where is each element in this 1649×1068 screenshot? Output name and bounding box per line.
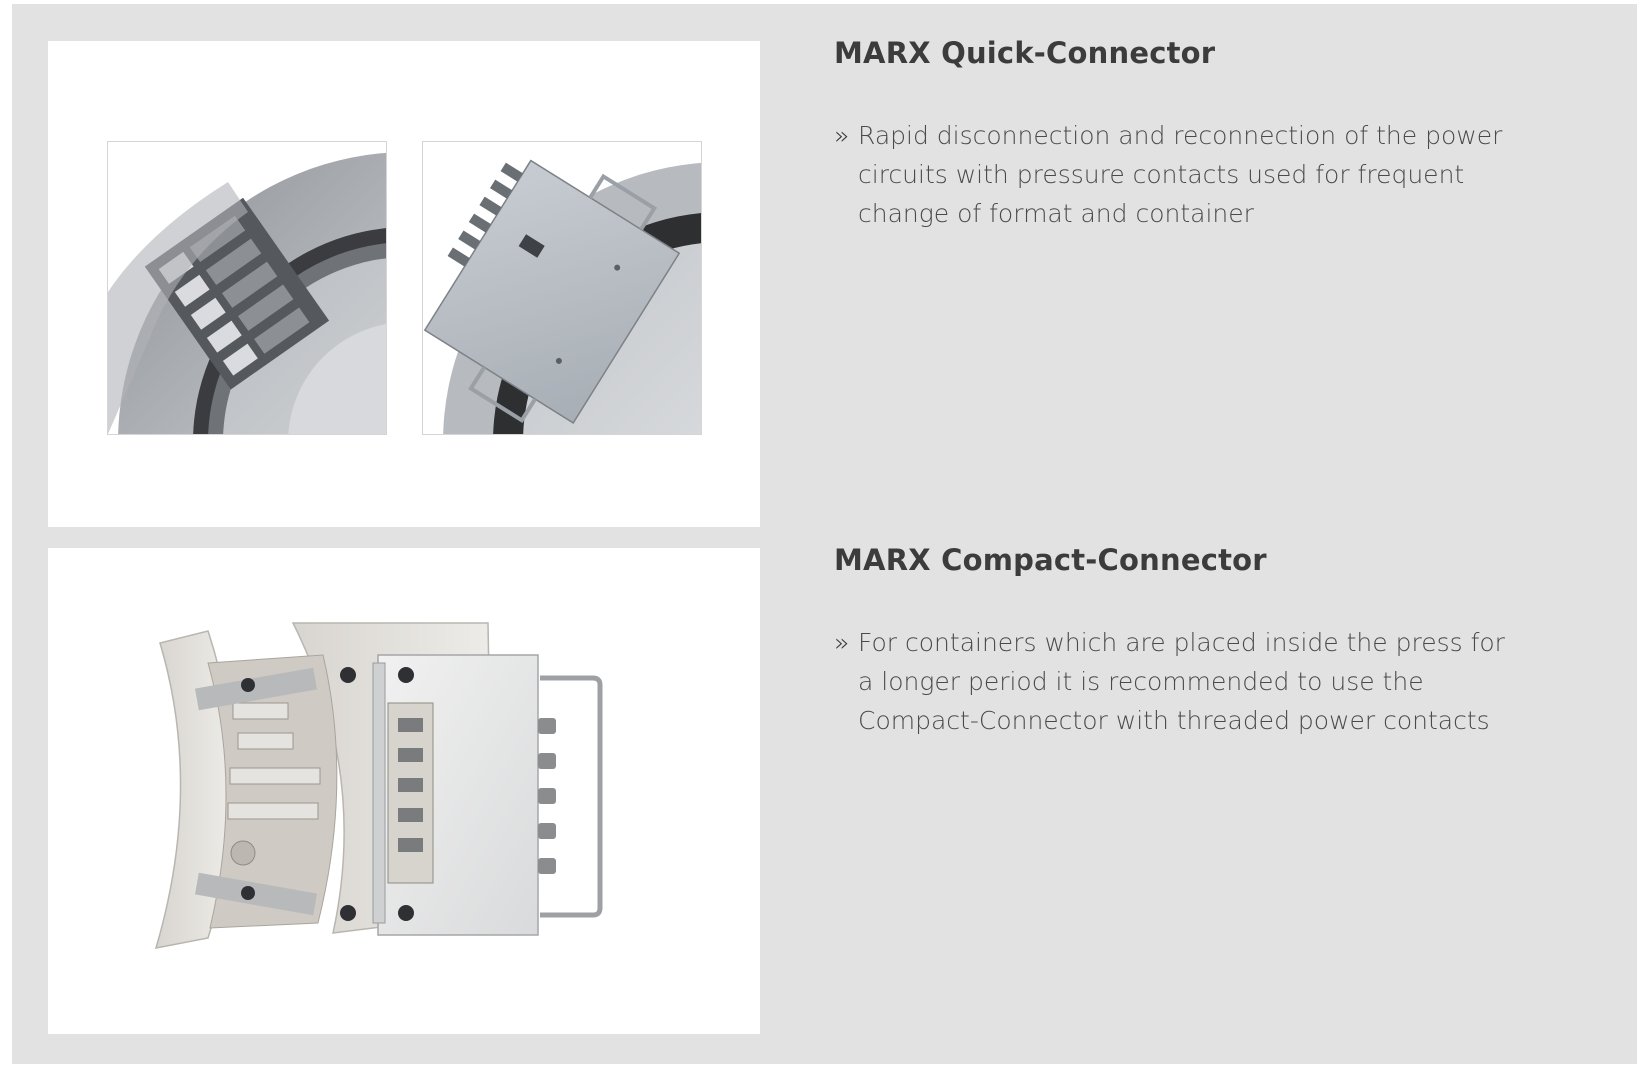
quick-connector-plug-illustration [423,159,701,434]
compact-connector-bullet: » For containers which are placed inside… [834,623,1518,740]
compact-connector-section: MARX Compact-Connector » For containers … [834,543,1554,740]
bullet-marker: » [834,628,850,657]
page-frame: MARX Quick-Connector » Rapid disconnecti… [12,4,1637,1064]
bullet-marker: » [834,121,850,150]
quick-connector-heading: MARX Quick-Connector [834,36,1216,70]
quick-connector-image-panel [48,41,760,527]
quick-connector-description: Rapid disconnection and reconnection of … [858,121,1503,228]
compact-connector-heading: MARX Compact-Connector [834,543,1267,577]
quick-connector-bullet: » Rapid disconnection and reconnection o… [834,116,1518,233]
compact-connector-image-panel [48,548,760,1034]
quick-connector-photo-plug [422,141,702,435]
quick-connector-photo-contacts [107,141,387,435]
compact-connector-photo [148,603,658,993]
compact-connector-description: For containers which are placed inside t… [858,628,1505,735]
quick-connector-contacts-illustration [108,152,386,434]
compact-connector-illustration [154,622,603,949]
quick-connector-section: MARX Quick-Connector » Rapid disconnecti… [834,36,1554,233]
